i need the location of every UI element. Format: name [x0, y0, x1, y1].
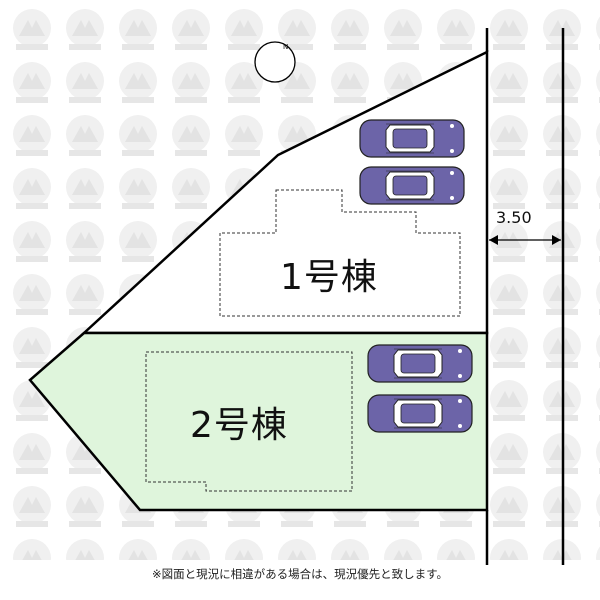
disclaimer-note: ※図面と現況に相違がある場合は、現況優先と致します。	[152, 567, 448, 581]
compass-north-label: N	[283, 43, 288, 51]
building-2-footprint	[145, 351, 353, 492]
lot-2-label: 2号棟	[190, 405, 288, 446]
parked-car-icon	[359, 166, 465, 205]
lot-1-label: 1号棟	[280, 257, 378, 298]
road-width-label: 3.50	[496, 208, 532, 227]
parked-car-icon	[359, 119, 465, 158]
road-width-dimension	[489, 235, 561, 245]
parking-spaces	[359, 119, 473, 433]
building-1-footprint	[219, 189, 461, 317]
parked-car-icon	[367, 394, 473, 433]
north-compass-icon: N	[254, 41, 296, 83]
parked-car-icon	[367, 344, 473, 383]
